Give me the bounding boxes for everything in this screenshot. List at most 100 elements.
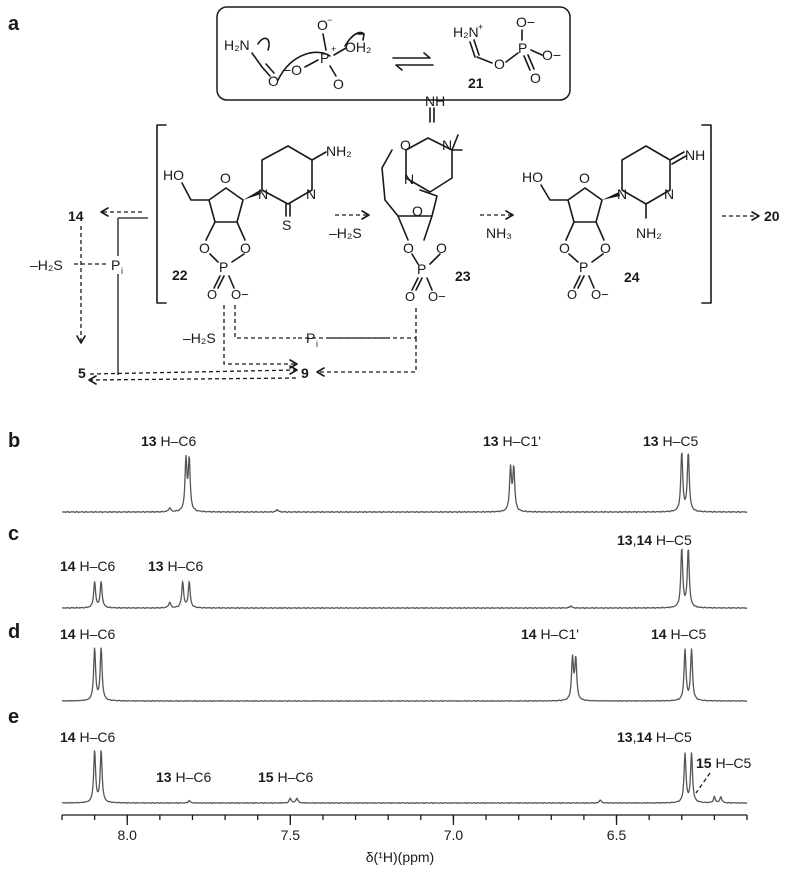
- panel-label-a: a: [8, 13, 20, 35]
- compound-5-number: 5: [78, 365, 86, 381]
- x-tick-label: 7.5: [281, 827, 301, 843]
- compound-24: HO O N N NH NH₂ O O P O O− 24: [522, 145, 705, 302]
- c24-pyrimidine: [621, 145, 671, 205]
- p-o-left-bond: [304, 59, 319, 68]
- panel-label-d: d: [8, 621, 20, 643]
- arrow-22-to-23-head: [361, 210, 370, 220]
- panel-label-e: e: [8, 706, 19, 728]
- product-o-top: O−: [516, 14, 535, 30]
- c22-cyclic-o-bonds: [205, 221, 246, 241]
- phosphate-om-left: −O: [283, 62, 302, 78]
- product-p-o-double: [523, 54, 535, 71]
- curved-arrow-2: [277, 51, 331, 81]
- reagent-minus-h2s-left: –H₂S: [30, 257, 63, 273]
- c24-nh2: NH₂: [636, 225, 662, 241]
- formamide-h2n: H₂N: [224, 37, 250, 53]
- c22-p-o-minus: [228, 275, 235, 289]
- formamide-c-o-double: [265, 63, 275, 74]
- c23-p: P: [417, 261, 426, 277]
- line-5-to-9: [89, 369, 297, 375]
- c22-c5-chain: [181, 182, 210, 201]
- product-p-o-right-bond: [530, 49, 543, 56]
- phosphate-p: P: [320, 50, 329, 66]
- bracket-left: [156, 124, 167, 304]
- bracket-right: [701, 124, 712, 304]
- c24-furanose: [567, 187, 603, 223]
- product-o-right: O−: [542, 47, 561, 63]
- product-c-o-bond: [476, 56, 493, 64]
- c23-op-bonds: [411, 253, 441, 265]
- c24-c5-chain: [540, 184, 569, 201]
- product-o-bottom: O: [530, 70, 541, 86]
- label-c-14-h-c6: 14 H–C6: [60, 558, 115, 574]
- c24-o3: O: [600, 240, 611, 256]
- phosphate-minus: −: [327, 15, 332, 25]
- compound-22: HO O N N NH₂ S O O P O O− 22: [163, 143, 352, 302]
- c24-cyclic-o-bonds: [565, 221, 605, 241]
- phosphate-o-top: O: [317, 17, 328, 33]
- product-o-p-bond: [505, 52, 519, 63]
- c22-o-minus: O−: [231, 287, 249, 302]
- curved-arrow-3: [344, 31, 365, 47]
- c23-o-bridge: O: [400, 137, 411, 153]
- product-h2n: H₂N: [453, 24, 479, 40]
- arrow-23-to-24-head: [505, 210, 514, 220]
- c24-p: P: [579, 259, 588, 275]
- leader-15-h-c5: [695, 772, 711, 794]
- label-b-13-h-c6: 13 H–C6: [141, 433, 196, 449]
- compound-23-number: 23: [455, 268, 471, 284]
- panel-label-c: c: [8, 523, 19, 545]
- c23-c-nh-double: [429, 107, 435, 123]
- c22-nh2: NH₂: [326, 143, 352, 159]
- spectrum-b: [61, 452, 748, 514]
- c22-n3: N: [306, 186, 316, 202]
- label-e-13-h-c6: 13 H–C6: [156, 769, 211, 785]
- arrow-to-20-head: [751, 211, 760, 221]
- spectrum-d: [61, 647, 748, 702]
- c24-ring-o: O: [579, 170, 590, 186]
- c22-op-bonds: [209, 253, 245, 263]
- arrow-14-to-22-head: [100, 207, 109, 217]
- phosphate-plus: +: [331, 44, 336, 54]
- c24-ho: HO: [522, 169, 543, 185]
- line-22-to-9: [223, 305, 296, 365]
- label-d-14-h-c6: 14 H–C6: [60, 626, 115, 642]
- c24-n1: N: [617, 186, 627, 202]
- compound-14-number: 14: [68, 208, 84, 224]
- c22-wedge: [243, 190, 261, 200]
- c22-s: S: [282, 217, 291, 233]
- c22-furanose: [208, 187, 244, 223]
- product-c-n-double: [473, 39, 480, 56]
- compound-23: NH O N N O O O P O O− 23: [381, 93, 471, 304]
- pi-bottom-sub: i: [316, 339, 318, 349]
- label-d-14-h-c5: 14 H–C5: [651, 626, 706, 642]
- product-plus: +: [478, 22, 483, 32]
- x-tick-label: 8.0: [118, 827, 138, 843]
- formamide-c-n-bond: [251, 52, 263, 68]
- x-axis-label: δ(¹H)(ppm): [366, 849, 434, 865]
- mechanism-box: [216, 6, 571, 101]
- reagent-minus-h2s-bottom: –H₂S: [183, 330, 216, 346]
- x-tick-label: 7.0: [444, 827, 464, 843]
- c22-ho: HO: [163, 167, 184, 183]
- c23-n-right: N: [442, 137, 452, 153]
- label-d-14-h-c1p: 14 H–C1': [521, 626, 579, 642]
- compound-22-number: 22: [172, 267, 188, 283]
- label-b-13-h-c5: 13 H–C5: [643, 433, 698, 449]
- reagent-nh3: NH₃: [486, 225, 512, 241]
- phosphate-o-bottom: O: [333, 76, 344, 92]
- c22-o3: O: [240, 240, 251, 256]
- c24-p-substituents: [573, 275, 595, 289]
- formamide-o: O: [268, 73, 279, 89]
- line-22-branch: [234, 305, 296, 339]
- line-9-to-5: [89, 377, 297, 381]
- p-oh2-bond: [333, 47, 347, 56]
- spectrum-e: [61, 750, 748, 804]
- line-23-to-9-head: [316, 367, 325, 377]
- line-23-to-9: [318, 338, 417, 373]
- spectrum-c: [61, 548, 748, 610]
- c23-o3: O: [436, 240, 447, 256]
- compound-9-number: 9: [301, 365, 309, 381]
